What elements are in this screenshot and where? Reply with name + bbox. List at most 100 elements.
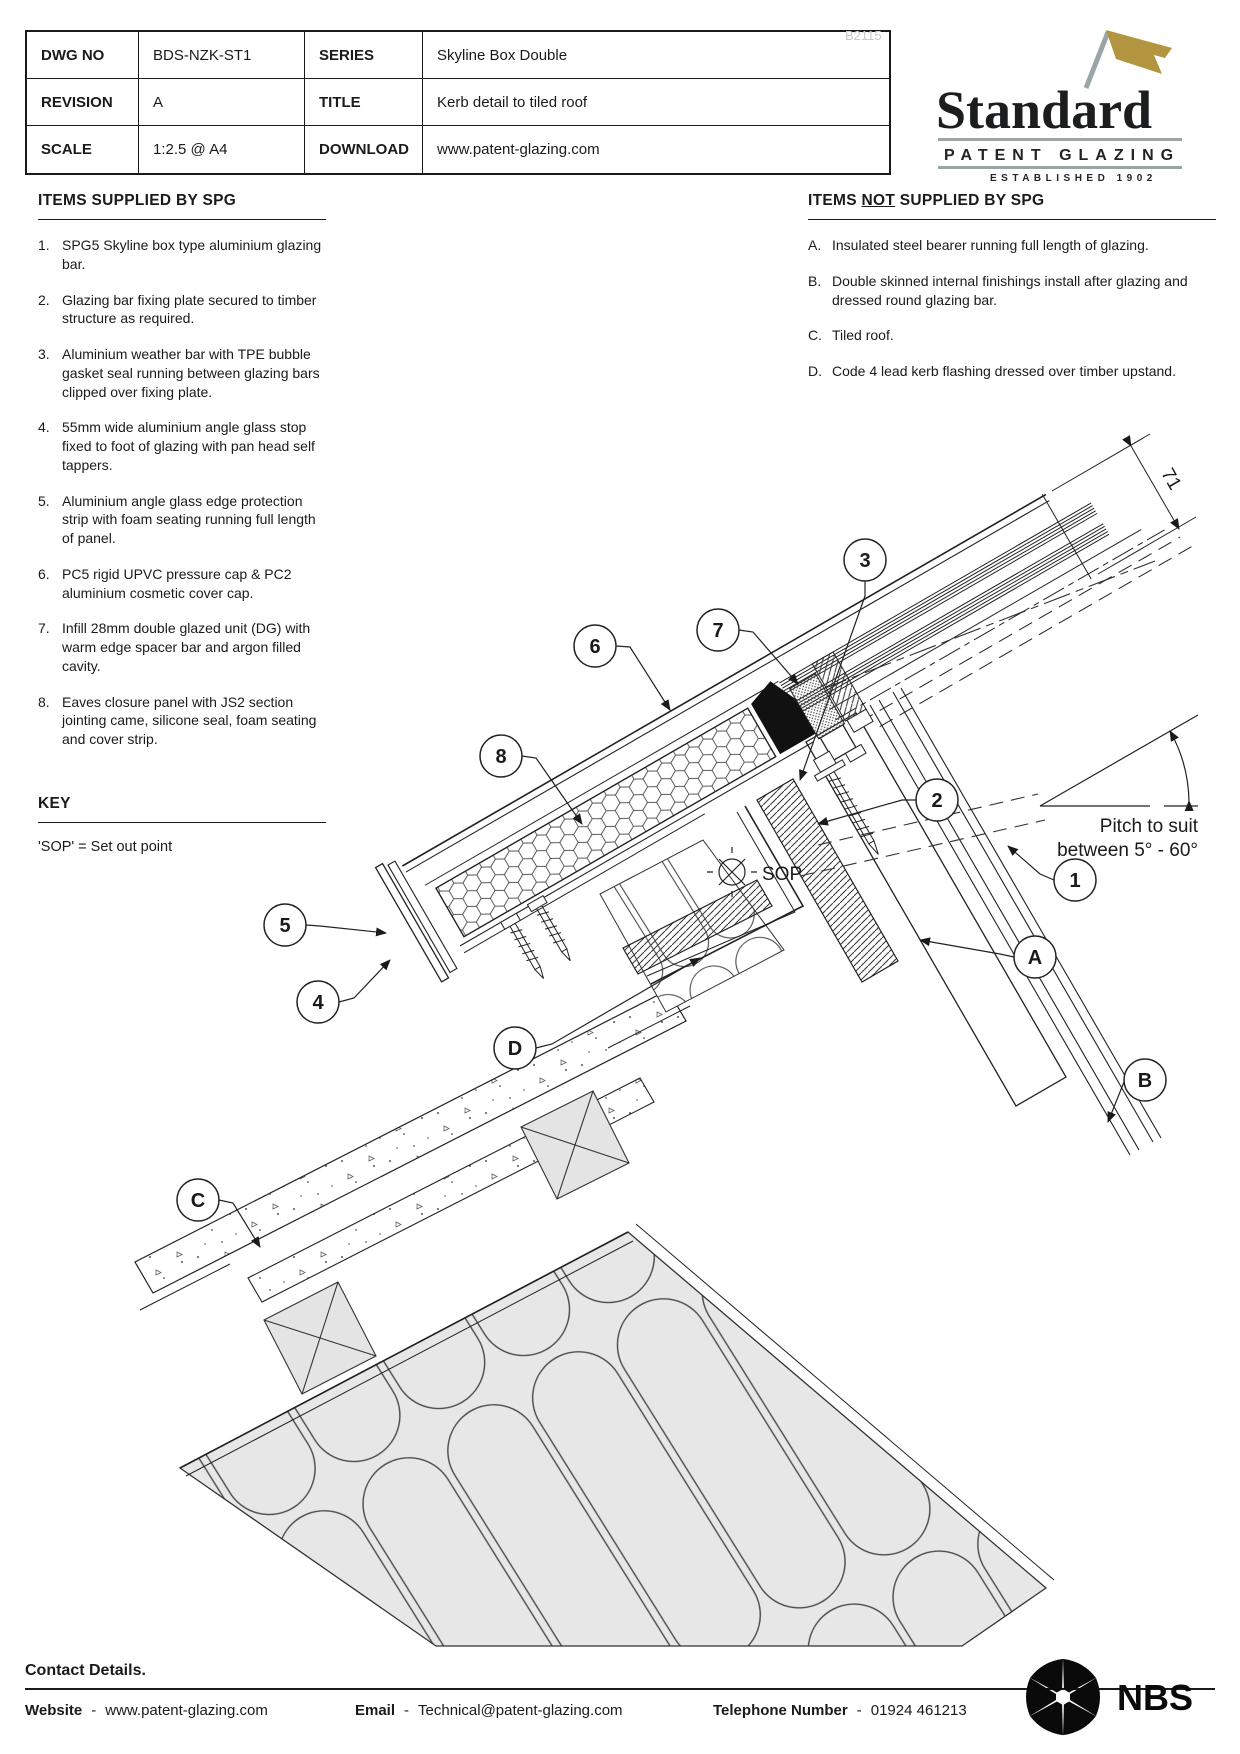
logo-tagline: PATENT GLAZING [944,147,1180,164]
heading-rule [38,219,326,220]
fixing-screw [812,750,879,855]
callout-D: D [493,1026,537,1070]
title-row: SCALE 1:2.5 @ A4 DOWNLOAD www.patent-gla… [27,126,889,173]
scale-label: SCALE [27,126,139,173]
svg-text:8: 8 [495,746,506,768]
contact-line: Website - www.patent-glazing.com Email -… [25,1702,1215,1719]
callout-8: 8 [479,734,523,778]
list-item: 6.PC5 rigid UPVC pressure cap & PC2 alum… [38,565,292,601]
callout-2: 2 [915,778,959,822]
items-supplied-section: ITEMS SUPPLIED BY SPG 1.SPG5 Skyline box… [38,192,326,766]
callout-4: 4 [296,980,340,1024]
callout-B: B [1123,1058,1167,1102]
svg-text:5: 5 [279,915,290,937]
items-not-supplied-heading: ITEMS NOT SUPPLIED BY SPG [808,192,1045,209]
glazing-assembly [374,493,1197,983]
dwg-no-value: BDS-NZK-ST1 [139,32,305,78]
list-item: 4.55mm wide aluminium angle glass stop f… [38,419,315,473]
contact-details-heading: Contact Details. [25,1662,146,1679]
website-link[interactable]: www.patent-glazing.com [105,1702,268,1719]
internal-finishings [869,687,1162,1156]
svg-text:7: 7 [712,620,723,642]
pitch-annotation [1039,714,1199,812]
key-section: KEY 'SOP' = Set out point [38,795,326,855]
svg-text:1: 1 [1069,870,1080,892]
nbs-icon [1026,1658,1100,1736]
list-item: A.Insulated steel bearer running full le… [808,237,1149,253]
callout-7: 7 [696,608,740,652]
svg-text:D: D [508,1038,522,1060]
callout-6: 6 [573,624,617,668]
logo-rule-top [938,138,1182,141]
list-item: 5.Aluminium angle glass edge protection … [38,492,316,547]
list-item: 3.Aluminium weather bar with TPE bubble … [38,346,320,400]
callout-C: C [176,1178,220,1222]
list-item: 8.Eaves closure panel with JS2 section j… [38,693,317,748]
items-not-supplied-section: ITEMS NOT SUPPLIED BY SPG A.Insulated st… [808,192,1216,398]
series-label: SERIES [305,32,423,78]
nbs-logo: NBS [1025,1658,1195,1736]
website-group: Website - www.patent-glazing.com [25,1702,355,1719]
lead-flashing [646,805,805,985]
dimension-text: 71 [1156,465,1185,494]
callout-5: 5 [263,903,307,947]
dimension-71 [1051,433,1197,575]
sheet-watermark: B2115 [845,28,882,43]
standard-logo-graphic: Standard PATENT GLAZING ESTABLISHED 1902 [936,30,1182,184]
download-link[interactable]: www.patent-glazing.com [437,141,600,158]
svg-text:C: C [191,1190,205,1212]
flag-icon [1106,30,1172,74]
not-underlined: NOT [861,192,896,209]
scale-value: 1:2.5 @ A4 [139,126,305,173]
svg-text:A: A [1028,947,1042,969]
heading-rule [38,822,326,823]
svg-text:3: 3 [859,550,870,572]
dash: - [856,1702,862,1719]
list-item: 1.SPG5 Skyline box type aluminium glazin… [38,237,322,272]
callout-A: A [1013,935,1057,979]
phone-label: Telephone Number [713,1702,848,1719]
logo-name: Standard [936,80,1152,140]
sop-label: SOP [762,864,802,885]
dash: - [91,1702,97,1719]
footer: Contact Details. Website - www.patent-gl… [25,1658,1215,1736]
footer-rule [25,1688,1215,1690]
list-item: D.Code 4 lead kerb flashing dressed over… [808,363,1176,379]
revision-label: REVISION [27,79,139,125]
email-group: Email - Technical@patent-glazing.com [355,1702,713,1719]
title-label: TITLE [305,79,423,125]
svg-text:4: 4 [312,992,324,1014]
title-value: Kerb detail to tiled roof [437,93,588,111]
pitch-text-line2: between 5° - 60° [1057,840,1198,861]
key-entry: 'SOP' = Set out point [38,839,173,855]
set-out-point-marker [707,847,757,897]
revision-value: A [139,79,305,125]
email-link[interactable]: Technical@patent-glazing.com [418,1702,623,1719]
company-logo: Standard PATENT GLAZING ESTABLISHED 1902 [928,22,1194,188]
phone-number: 01924 461213 [870,1702,967,1719]
title-row: DWG NO BDS-NZK-ST1 SERIES Skyline Box Do… [27,32,889,79]
timber-batten [263,1090,630,1395]
items-supplied-heading: ITEMS SUPPLIED BY SPG [38,192,237,209]
svg-text:2: 2 [931,790,942,812]
list-item: B.Double skinned internal finishings ins… [808,272,1188,308]
list-item: C.Tiled roof. [808,327,894,344]
title-row: REVISION A TITLE Kerb detail to tiled ro… [27,79,889,126]
timber-kerb-upstand [622,778,899,983]
items-supplied-list: 1.SPG5 Skyline box type aluminium glazin… [38,236,326,749]
callout-leaders [218,581,1125,1248]
callout-bubbles: 1 2 3 4 5 6 7 8 A B C D [176,538,1167,1222]
dwg-no-label: DWG NO [27,32,139,78]
self-tapper-screw [500,894,571,979]
flag-pole [1083,31,1111,89]
key-heading: KEY [38,795,71,812]
svg-text:6: 6 [589,636,600,658]
roof-insulation-quilt [178,1223,1055,1647]
items-not-supplied-list: A.Insulated steel bearer running full le… [808,236,1216,381]
callout-3: 3 [843,538,887,582]
glazing-bar-joint [751,651,874,763]
email-label: Email [355,1702,396,1719]
phone-group: Telephone Number - 01924 461213 [713,1702,967,1719]
svg-text:B: B [1138,1070,1152,1092]
